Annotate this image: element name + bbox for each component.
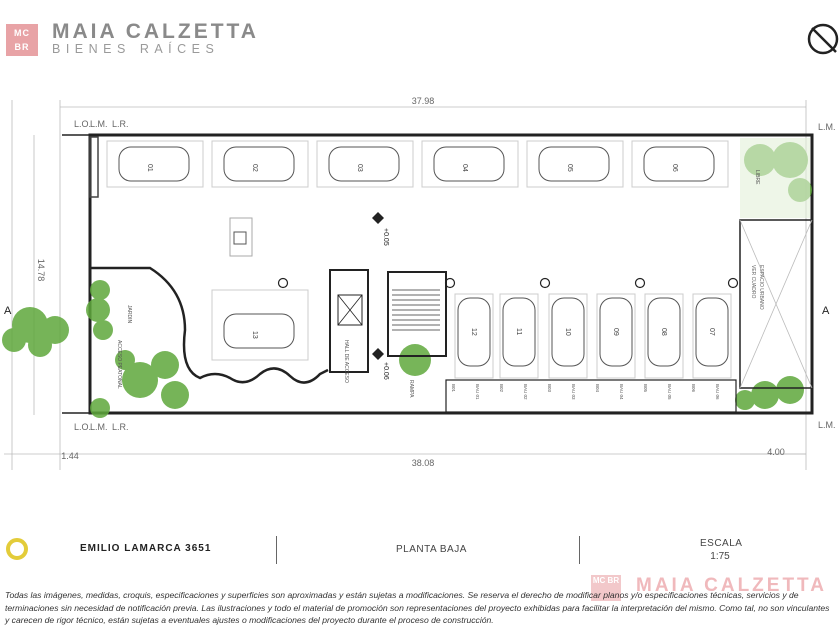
parking-space-03: 03 xyxy=(356,164,363,172)
floor-plan: 37.98 38.08 1.44 4.00 14.78 L.O. L.M. L.… xyxy=(2,96,836,470)
line-label-lm-right-bottom: L.M. xyxy=(818,420,836,430)
level-marker-b: +0.06 xyxy=(372,348,389,380)
parking-space-08: 08 xyxy=(660,328,667,336)
disclaimer-text: Todas las imágenes, medidas, croquis, es… xyxy=(5,590,830,625)
parking-row-bottom: 12 11 10 09 08 07 xyxy=(454,293,732,379)
columns xyxy=(277,277,739,289)
acceso-peatonal-label: ACCESO PEATONAL xyxy=(116,340,122,389)
line-label-lm-bottom: L.M. xyxy=(90,422,108,432)
storage-row xyxy=(445,379,737,413)
parking-space-02: 02 xyxy=(251,164,258,172)
elevator-shaft xyxy=(329,269,369,373)
equipment-box xyxy=(229,217,253,257)
storage-label: B03 xyxy=(547,384,552,393)
parking-space-01: 01 xyxy=(146,164,153,172)
storage-label: BAU 03 xyxy=(571,384,576,400)
line-label-lr-bottom: L.R. xyxy=(112,422,129,432)
title-bar-divider xyxy=(579,536,580,564)
title-bar-marker xyxy=(6,538,28,560)
level-a-text: +0.05 xyxy=(382,228,389,246)
dim-top-width: 37.98 xyxy=(412,96,435,106)
urban-space-label: ESPACIO URBANO xyxy=(758,265,764,310)
line-label-lo-top: L.O. xyxy=(74,119,91,129)
storage-label: BAU 02 xyxy=(523,384,528,400)
dim-depth: 14.78 xyxy=(36,259,46,282)
parking-space-11: 11 xyxy=(515,328,522,335)
parking-space-13-group: 13 xyxy=(211,289,309,361)
title-bar-divider xyxy=(276,536,277,564)
project-address: EMILIO LAMARCA 3651 xyxy=(80,543,212,554)
urban-space xyxy=(739,219,813,389)
parking-space-10: 10 xyxy=(564,328,571,336)
storage-label: B05 xyxy=(643,384,648,393)
level-b-text: +0.06 xyxy=(382,362,389,380)
storage-label: B04 xyxy=(595,384,600,393)
line-label-lr-top: L.R. xyxy=(112,119,129,129)
brand-logo-mark-text: MC BR xyxy=(14,28,30,52)
dim-right-offset: 4.00 xyxy=(767,447,785,457)
stairwell xyxy=(387,271,447,357)
line-label-lm-right-top: L.M. xyxy=(818,122,836,132)
brand-logo-mark: MC BR xyxy=(6,24,38,56)
parking-space-05: 05 xyxy=(566,164,573,172)
section-mark-right: A xyxy=(822,305,830,317)
parking-space-06: 06 xyxy=(671,164,678,172)
line-label-lo-bottom: L.O. xyxy=(74,422,91,432)
brand-subtitle: BIENES RAÍCES xyxy=(52,42,220,56)
level-marker-a: +0.05 xyxy=(372,212,389,246)
scale-value: 1:75 xyxy=(710,551,730,562)
dim-left-offset: 1.44 xyxy=(61,451,79,461)
parking-space-04: 04 xyxy=(461,164,468,172)
footer-brand-name: MAIA CALZETTA xyxy=(636,575,827,596)
storage-label: B02 xyxy=(499,384,504,393)
storage-label: B06 xyxy=(691,384,696,393)
section-mark-left: A xyxy=(4,305,12,317)
garden-vegetation xyxy=(2,142,812,418)
parking-space-12: 12 xyxy=(470,328,477,336)
libre-label: LIBRE xyxy=(754,170,760,185)
storage-label: B01 xyxy=(451,384,456,393)
storage-label: BAU 01 xyxy=(475,384,480,400)
scale-label: ESCALA xyxy=(700,538,743,549)
line-label-lm-top: L.M. xyxy=(90,119,108,129)
storage-label: BAU 05 xyxy=(667,384,672,400)
storage-label: BAU 04 xyxy=(619,384,624,400)
parking-space-09: 09 xyxy=(612,328,619,336)
north-arrow-icon xyxy=(807,23,839,55)
urban-space-sublabel: VER CUADRO xyxy=(750,265,756,298)
storage-label: BAU 06 xyxy=(715,384,720,400)
parking-row-top: 01 02 03 04 05 06 xyxy=(106,140,729,188)
brand-name: MAIA CALZETTA xyxy=(52,20,259,43)
level-name: PLANTA BAJA xyxy=(396,544,467,555)
footer-logo-mark: MC BR xyxy=(591,575,621,601)
jardin-label: JARDIN xyxy=(126,305,132,323)
dim-bottom-width: 38.08 xyxy=(412,458,435,468)
parking-space-07: 07 xyxy=(708,328,715,336)
hall-label: HALL DE ACCESO xyxy=(343,340,349,383)
parking-space-13: 13 xyxy=(251,331,258,339)
rampa-label: RAMPA xyxy=(408,380,414,398)
storage-labels: B01 BAU 01 B02 BAU 02 B03 BAU 03 B04 BAU 04 B05 B… xyxy=(451,384,720,400)
